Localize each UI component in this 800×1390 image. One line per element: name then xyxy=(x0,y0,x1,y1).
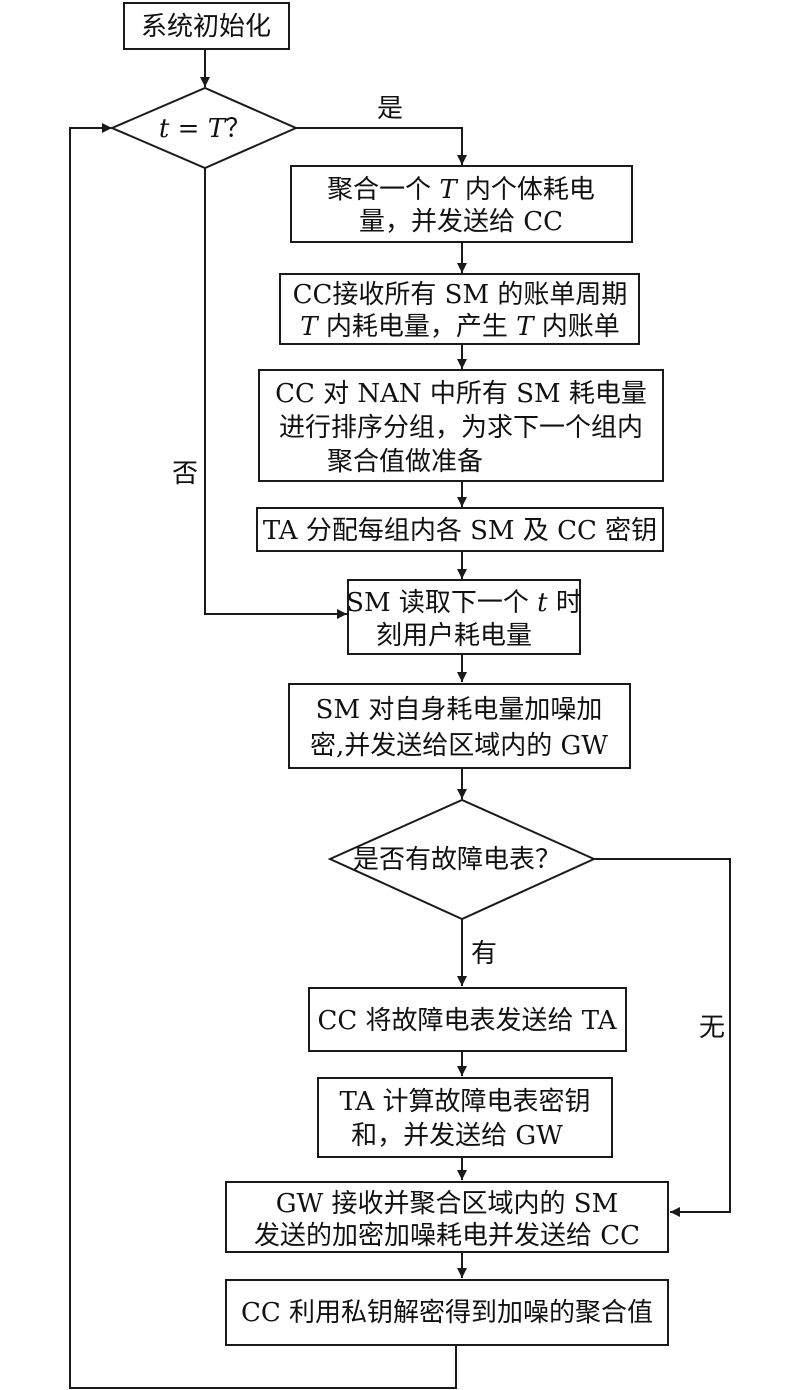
step9-node: GW 接收并聚合区域内的 SM 发送的加密加噪耗电并发送给 CC xyxy=(225,1181,669,1253)
step10-node: CC 利用私钥解密得到加噪的聚合值 xyxy=(225,1279,669,1346)
arrow-decision1-no xyxy=(204,168,347,619)
step3-node: CC 对 NAN 中所有 SM 耗电量 进行排序分组，为求下一个组内 聚合值做准… xyxy=(258,369,664,482)
step1-line1: 聚合一个 T 内个体耗电 xyxy=(327,175,595,205)
step7-label: CC 将故障电表发送给 TA xyxy=(317,1006,617,1036)
step4-node: TA 分配每组内各 SM 及 CC 密钥 xyxy=(256,507,664,552)
decision1-yes-label: 是 xyxy=(377,94,403,124)
decision1-label: t = T？ xyxy=(159,114,251,144)
step1-line2: 量，并发送给 CC xyxy=(359,207,563,237)
step10-label: CC 利用私钥解密得到加噪的聚合值 xyxy=(241,1298,653,1328)
step3-line2: 进行排序分组，为求下一个组内 xyxy=(279,413,643,443)
step2-node: CC接收所有 SM 的账单周期 T 内耗电量，产生 T 内账单 xyxy=(279,273,640,345)
step2-line2: T 内耗电量，产生 T 内账单 xyxy=(300,312,619,342)
step4-label: TA 分配每组内各 SM 及 CC 密钥 xyxy=(263,516,657,546)
step6-node: SM 对自身耗电量加噪加 密,并发送给区域内的 GW xyxy=(288,683,631,769)
start-label: 系统初始化 xyxy=(141,12,271,42)
decision2-label: 是否有故障电表？ xyxy=(353,845,561,875)
decision1-no-label: 否 xyxy=(172,459,198,489)
arrow-loop-back xyxy=(69,123,457,1389)
decision2-yes-label: 有 xyxy=(471,939,497,969)
step8-node: TA 计算故障电表密钥 和，并发送给 GW xyxy=(317,1077,613,1158)
step8-line1: TA 计算故障电表密钥 xyxy=(340,1087,591,1117)
arrow-decision1-yes xyxy=(296,127,467,165)
step9-line2: 发送的加密加噪耗电并发送给 CC xyxy=(254,1221,640,1251)
step3-line3: 聚合值做准备 xyxy=(327,447,483,477)
decision2-node: 是否有故障电表？ xyxy=(327,798,597,921)
connectors xyxy=(69,48,731,1389)
step3-line1: CC 对 NAN 中所有 SM 耗电量 xyxy=(275,379,647,409)
step5-line2: 刻用户耗电量 xyxy=(376,621,532,651)
step5-node: SM 读取下一个 t 时 刻用户耗电量 xyxy=(346,579,582,655)
step6-line1: SM 对自身耗电量加噪加 xyxy=(316,695,603,725)
decision1-node: t = T？ xyxy=(109,86,299,170)
step2-line1: CC接收所有 SM 的账单周期 xyxy=(293,280,628,310)
step6-line2: 密,并发送给区域内的 GW xyxy=(310,731,608,761)
step1-node: 聚合一个 T 内个体耗电 量，并发送给 CC xyxy=(290,165,633,243)
step8-line2: 和，并发送给 GW xyxy=(351,1121,563,1151)
start-node: 系统初始化 xyxy=(123,2,290,50)
step7-node: CC 将故障电表发送给 TA xyxy=(308,987,627,1052)
decision2-no-label: 无 xyxy=(699,1013,725,1043)
arrow-decision2-no xyxy=(594,858,731,1217)
step9-line1: GW 接收并聚合区域内的 SM xyxy=(276,1189,618,1219)
step5-line1: SM 读取下一个 t 时 xyxy=(346,588,582,618)
